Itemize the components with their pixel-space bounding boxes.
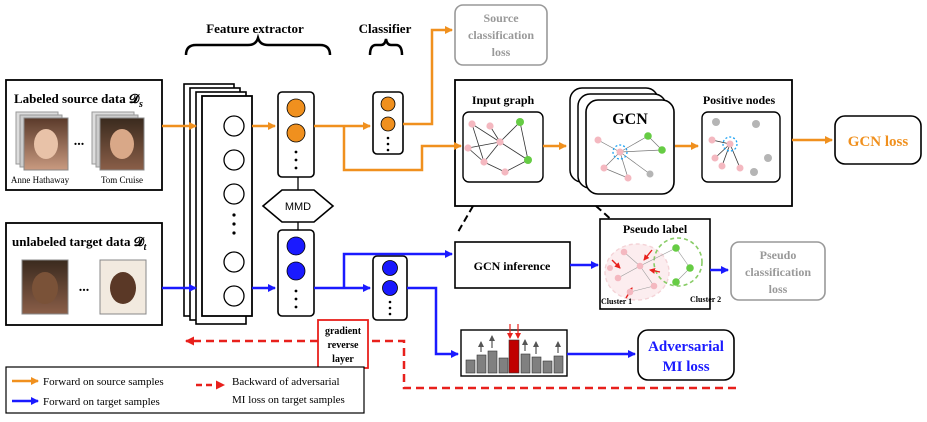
mi-histogram-peak xyxy=(508,339,520,374)
classifier-label: Classifier xyxy=(359,21,412,36)
grl-line-3: layer xyxy=(332,354,354,365)
grl-line-1: gradient xyxy=(325,326,362,337)
legend-backward-line-1: Backward of adversarial xyxy=(232,376,340,388)
positive-nodes-label: Positive nodes xyxy=(703,93,776,107)
pseudo-loss-line-1: Pseudo xyxy=(760,248,797,262)
source-loss-line-1: Source xyxy=(483,11,519,25)
gcn-label: GCN xyxy=(612,111,648,128)
target-flow-arrows xyxy=(162,250,459,358)
pseudo-label-title: Pseudo label xyxy=(623,222,688,236)
legend-box xyxy=(5,366,365,414)
gcn-loss-label: GCN loss xyxy=(848,134,909,150)
source-person-1: Anne Hathaway xyxy=(11,175,70,185)
pseudo-loss-line-2: classification xyxy=(745,265,811,279)
pseudo-loss-line-3: loss xyxy=(769,282,788,296)
legend-target-label: Forward on target samples xyxy=(43,396,160,408)
gcn-inference-box xyxy=(454,241,571,289)
source-ellipsis: ... xyxy=(74,134,85,149)
input-graph-label: Input graph xyxy=(472,93,535,107)
legend-source-label: Forward on source samples xyxy=(43,376,164,388)
pseudo-loss-box xyxy=(730,241,826,301)
source-loss-line-2: classification xyxy=(468,28,534,42)
gcn-inference-label: GCN inference xyxy=(474,259,551,273)
gcn-loss-box xyxy=(834,115,922,165)
source-data-title: Labeled source data 𝓓s xyxy=(14,91,143,110)
adversarial-mi-loss-line-2: MI loss xyxy=(662,359,709,375)
source-loss-box xyxy=(454,4,548,66)
target-data-title: unlabeled target data 𝓓t xyxy=(12,234,148,253)
mmd-label: MMD xyxy=(285,201,311,213)
legend-backward-line-2: MI loss on target samples xyxy=(232,394,345,406)
cluster-1-label: Cluster 1 xyxy=(601,297,632,306)
feature-extractor-brace xyxy=(184,33,332,56)
source-flow-arrows xyxy=(162,26,462,172)
feature-extractor-label: Feature extractor xyxy=(206,21,304,36)
adversarial-mi-loss-line-1: Adversarial xyxy=(648,339,724,355)
source-loss-line-3: loss xyxy=(492,45,511,59)
adversarial-mi-loss-box xyxy=(637,329,735,381)
source-person-2: Tom Cruise xyxy=(101,175,143,185)
gcn-box xyxy=(585,99,675,195)
input-graph-network xyxy=(467,121,529,173)
mmd-diamond xyxy=(261,189,335,223)
target-ellipsis: ... xyxy=(79,280,90,295)
classifier-brace xyxy=(368,38,404,56)
cluster-2-label: Cluster 2 xyxy=(690,295,721,304)
backward-flow-arrows xyxy=(185,336,736,390)
grl-line-2: reverse xyxy=(328,340,359,351)
